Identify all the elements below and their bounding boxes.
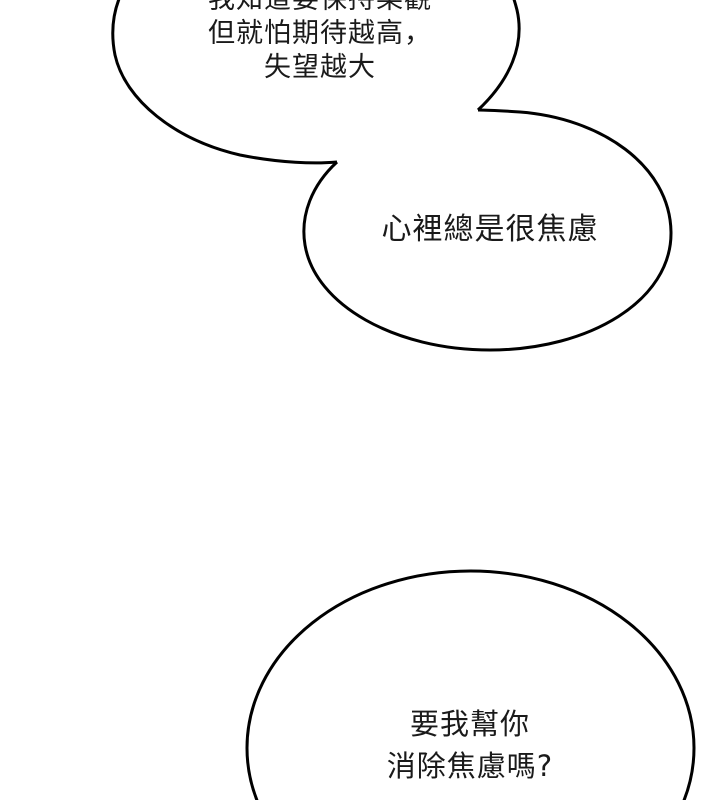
speech-bubble-2-text: 心裡總是很焦慮	[330, 212, 650, 248]
bubble-3-line-2: 消除焦慮嗎?	[386, 749, 554, 783]
speech-bubble-3-text: 要我幫你 消除焦慮嗎?	[300, 703, 640, 787]
speech-bubble-3-outline	[245, 569, 696, 800]
bubble-1-line-3: 失望越大	[264, 52, 376, 83]
speech-bubble-2-outline	[302, 108, 673, 352]
bubble-2-line-1: 心裡總是很焦慮	[381, 212, 599, 247]
bubble-1-line-2: 但就怕期待越高，	[208, 18, 432, 49]
speech-bubble-1-outline	[111, 0, 521, 165]
bubble-3-line-1: 要我幫你	[409, 707, 530, 741]
bubble-1-line-1: 我知道要保持樂觀	[120, 0, 520, 17]
speech-bubble-1-text: 我知道要保持樂觀 但就怕期待越高， 失望越大	[120, 0, 520, 85]
